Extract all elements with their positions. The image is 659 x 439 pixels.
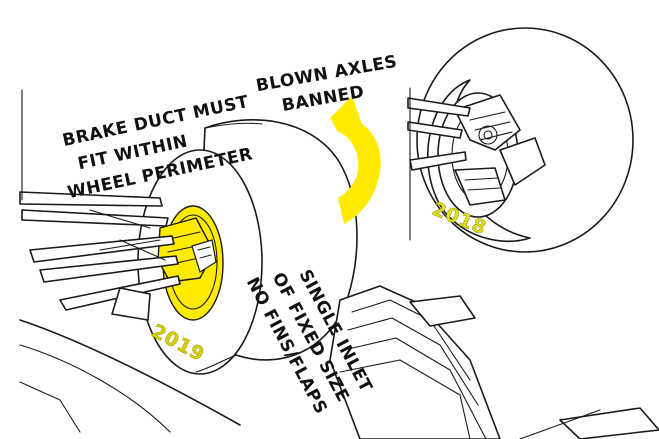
rotation-arrow	[330, 96, 381, 224]
duct-2018-fin	[499, 137, 546, 186]
front-wing-endplate	[329, 285, 659, 439]
wheel-2019	[137, 119, 358, 375]
nose-outline	[19, 319, 241, 426]
front-suspension	[19, 89, 241, 433]
wheel-2018	[407, 27, 634, 253]
duct-2018-scoop	[454, 94, 521, 151]
annotation-blown-axles: BLOWN AXLES BANNED	[255, 52, 399, 116]
rotation-arrow-shape	[330, 96, 381, 224]
